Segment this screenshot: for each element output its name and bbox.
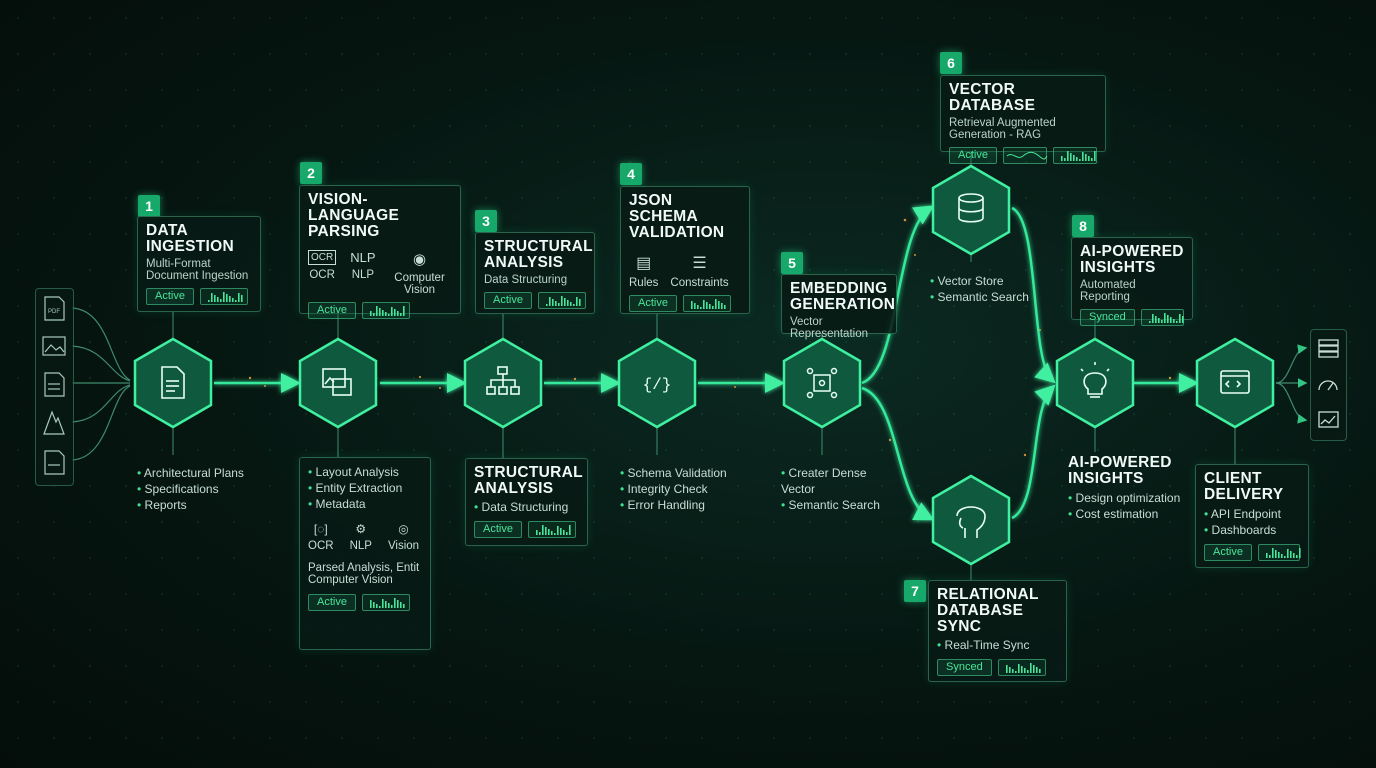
stage1-title: DATA INGESTION [146,222,234,255]
activity-sparkline [997,659,1046,676]
file-icons: PDF [42,296,66,475]
embedding-network-icon [806,367,838,399]
nlp-icon: ⚙NLP [349,522,372,552]
stage1-card[interactable]: DATA INGESTION Multi-Format Document Ing… [137,216,261,312]
stage3-detail-bullet: Data Structuring [474,499,579,515]
stage5-node[interactable] [780,335,864,431]
status-badge: Active [146,288,194,305]
stage6-title: VECTOR DATABASE [949,81,1036,114]
stage8-card[interactable]: AI-POWERED INSIGHTS Automated Reporting … [1071,237,1193,326]
rules-icon: ▤Rules [629,255,659,289]
stage6-node[interactable] [929,162,1013,258]
activity-wave [1002,147,1048,164]
activity-sparkline [1257,544,1301,561]
image-parsing-icon [322,368,352,396]
stage8-node[interactable] [1053,335,1137,431]
status-badge: Active [308,302,356,319]
activity-sparkline [1140,309,1184,326]
file-pdf-label: PDF [48,309,60,315]
activity-sparkline [199,288,248,305]
lightbulb-icon [1080,362,1110,398]
activity-sparkline [1052,147,1097,164]
status-badge: Active [949,147,997,164]
stage3-node[interactable] [461,335,545,431]
stage5-bullets: Creater Dense VectorSemantic Search [781,465,891,513]
step-number-6: 6 [940,52,962,74]
client-delivery-card[interactable]: CLIENT DELIVERY API EndpointDashboards A… [1195,464,1309,568]
stage3-subtitle: Data Structuring [484,274,568,286]
step-number-8: 8 [1072,215,1094,237]
client-delivery-title: CLIENT DELIVERY [1204,470,1284,503]
step-number-7: 7 [904,580,926,602]
status-badge: Active [484,292,532,309]
input-files-panel: PDF [35,288,74,486]
stage2-detail-bullets: Layout AnalysisEntity ExtractionMetadata [308,464,422,512]
stage6-subtitle: Retrieval Augmented Generation - RAG [949,117,1056,141]
postgres-elephant-icon [956,506,986,538]
stage5-subtitle: Vector Representation [790,316,868,340]
output-channels-panel [1310,329,1347,441]
stage8-title: AI-POWERED INSIGHTS [1080,243,1184,276]
ocr-icon: [◌]OCR [308,522,334,552]
stage4-card[interactable]: JSON SCHEMA VALIDATION ▤Rules ☰Constrain… [620,186,750,314]
step-number-3: 3 [475,210,497,232]
stage3-card[interactable]: STRUCTURAL ANALYSIS Data Structuring Act… [475,232,595,314]
step-number-2: 2 [300,162,322,184]
activity-sparkline [361,594,410,611]
activity-sparkline [527,521,576,538]
stage6-bullets: Vector StoreSemantic Search [930,273,1029,305]
stage2-detail-card[interactable]: Layout AnalysisEntity ExtractionMetadata… [299,457,431,650]
gauge-icon [1318,380,1338,391]
status-badge: Active [474,521,522,538]
stage3-detail-title: STRUCTURAL ANALYSIS [474,464,583,497]
stage8-subtitle: Automated Reporting [1080,279,1136,303]
stage4-title: JSON SCHEMA VALIDATION [629,192,725,241]
database-icon [958,193,984,223]
stage7-node[interactable] [929,472,1013,568]
stage2-title: VISION-LANGUAGE PARSING [308,191,400,240]
stage2-node[interactable] [296,335,380,431]
status-badge: Synced [937,659,992,676]
browser-code-icon [1220,370,1250,394]
stage8-detail: AI-POWERED INSIGHTS Design optimizationC… [1068,455,1188,522]
document-icon [161,366,185,399]
json-braces-icon: {/} [643,376,672,394]
server-icon [1318,339,1339,358]
stage7-card[interactable]: RELATIONAL DATABASE SYNC Real-Time Sync … [928,580,1067,682]
hierarchy-icon [486,366,520,395]
stage1-bullets: Architectural PlansSpecificationsReports [137,465,244,513]
status-badge: Synced [1080,309,1135,326]
stage2-detail-note: Parsed Analysis, Entit Computer Vision [308,562,420,586]
stage3-detail-card[interactable]: STRUCTURAL ANALYSIS Data Structuring Act… [465,458,588,546]
stage1-subtitle: Multi-Format Document Ingestion [146,258,249,282]
status-badge: Active [629,295,677,312]
step-number-5: 5 [781,252,803,274]
stage1-node[interactable] [131,335,215,431]
computer-vision-icon: ◉Computer Vision [394,251,445,296]
vision-icon: ◎Vision [387,522,420,552]
chart-icon [1318,411,1339,428]
stage4-bullets: Schema ValidationIntegrity CheckError Ha… [620,465,727,513]
stage5-title: EMBEDDING GENERATION [790,280,896,313]
step-number-4: 4 [620,163,642,185]
stage3-title: STRUCTURAL ANALYSIS [484,238,593,271]
activity-sparkline [537,292,586,309]
status-badge: Active [1204,544,1252,561]
step-number-1: 1 [138,195,160,217]
stage7-title: RELATIONAL DATABASE SYNC [937,586,1039,635]
client-delivery-node[interactable] [1193,335,1277,431]
stage5-card[interactable]: EMBEDDING GENERATION Vector Representati… [781,274,897,340]
stage4-node[interactable]: {/} [615,335,699,431]
status-badge: Active [308,594,356,611]
constraints-icon: ☰Constraints [670,255,729,289]
stage8-detail-title: AI-POWERED INSIGHTS [1068,454,1172,487]
activity-sparkline [361,302,410,319]
activity-sparkline [682,295,731,312]
stage7-bullet: Real-Time Sync [937,637,1058,653]
stage6-card[interactable]: VECTOR DATABASE Retrieval Augmented Gene… [940,75,1106,164]
